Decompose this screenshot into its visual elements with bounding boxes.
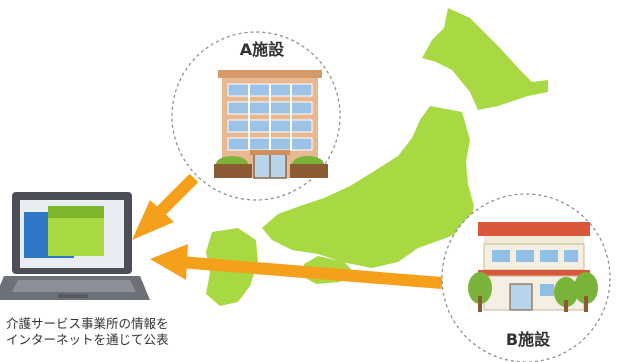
facility-b-label: B施設 bbox=[505, 330, 551, 349]
building-b-icon bbox=[468, 222, 598, 312]
caption: 介護サービス事業所の情報を インターネットを通じて公表 bbox=[6, 316, 266, 348]
arrow-from-facility-a bbox=[132, 173, 199, 240]
caption-line-1: 介護サービス事業所の情報を bbox=[6, 316, 169, 331]
facility-a bbox=[171, 31, 341, 201]
arrows bbox=[132, 173, 443, 289]
building-a-icon bbox=[214, 70, 328, 179]
caption-line-2: インターネットを通じて公表 bbox=[6, 332, 169, 347]
hokkaido-shape bbox=[422, 8, 548, 110]
facility-a-label: A施設 bbox=[239, 40, 285, 59]
arrow-from-facility-b bbox=[150, 244, 443, 289]
japan-map bbox=[206, 8, 548, 306]
laptop-icon bbox=[0, 192, 150, 300]
facility-b bbox=[441, 193, 611, 362]
honshu-shape bbox=[262, 106, 474, 268]
